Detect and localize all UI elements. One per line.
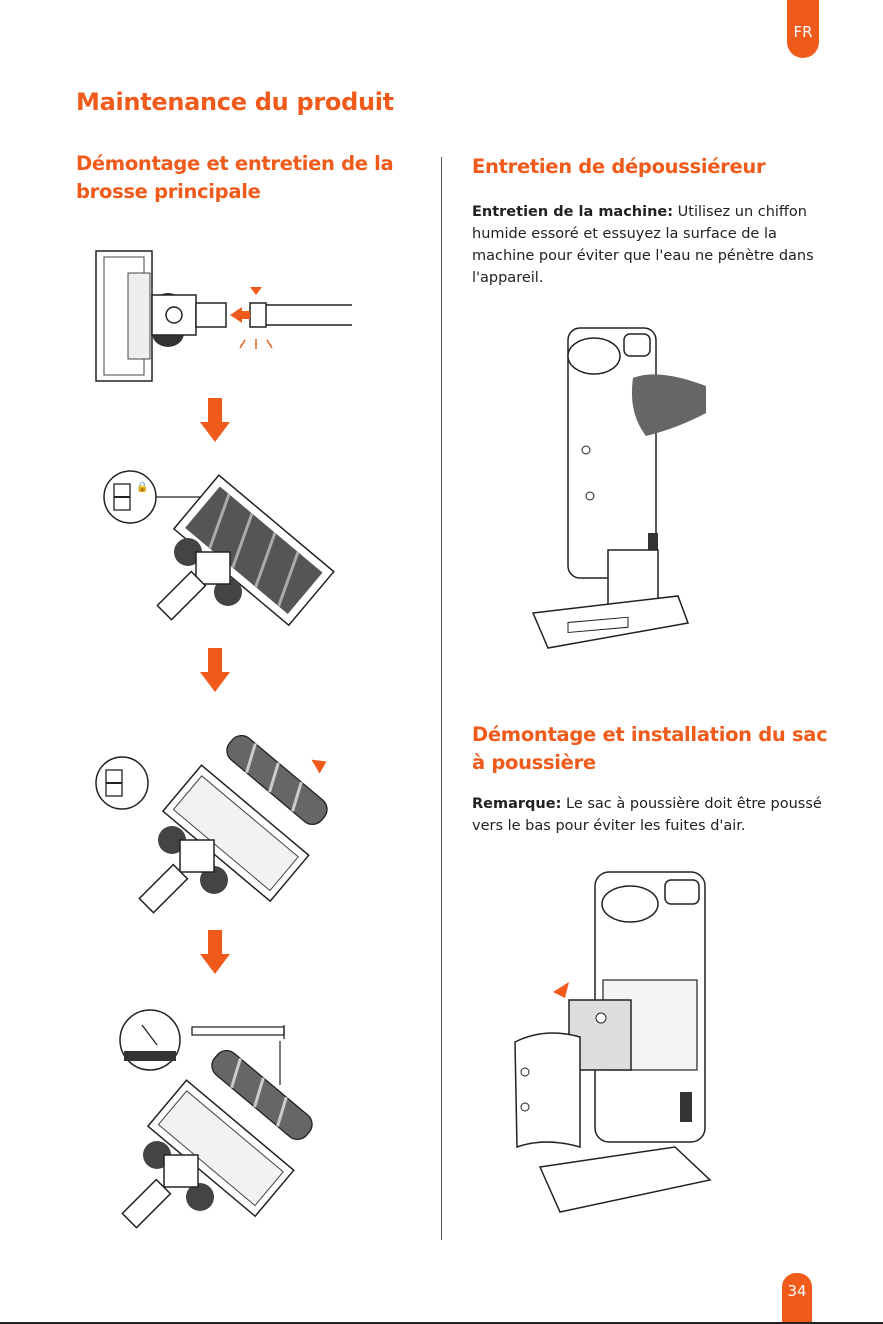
roller-stripe (231, 512, 254, 569)
station-button (585, 491, 595, 501)
down-arrow-icon (200, 648, 230, 692)
dust-station-heading: Entretien de dépoussiéreur (472, 155, 766, 178)
station-wipe-illustration (531, 327, 706, 649)
dust-bag-note: Remarque: Le sac à poussière doit être p… (472, 793, 822, 837)
brush-connector (156, 570, 207, 621)
click-mark-3 (266, 339, 273, 349)
dust-bag-heading: Démontage et installation du sac à pouss… (472, 721, 828, 777)
brush-head-open (161, 764, 310, 903)
brush-heading-line1: Démontage et entretien de la (76, 152, 394, 175)
wheel (174, 538, 202, 566)
station-cover (514, 1032, 581, 1149)
roller-stripe (254, 532, 277, 588)
dust-bag-heading-line2: à poussière (472, 751, 596, 774)
brush-heading-line2: brosse principale (76, 180, 261, 203)
machine-care-label: Entretien de la machine: (472, 204, 674, 220)
brush-section-heading: Démontage et entretien de la brosse prin… (76, 150, 394, 206)
insert-arrow (553, 982, 569, 998)
bottom-rule (0, 1322, 883, 1324)
brush-head-angled (172, 474, 335, 627)
dust-bag-note-text: Le sac à poussière doit être poussé vers… (472, 796, 822, 834)
wheel (186, 1183, 214, 1211)
brush-neck (179, 839, 215, 873)
push-left-arrow (230, 307, 250, 323)
neck-connector (195, 302, 227, 328)
machine-care-note: Entretien de la machine: Utilisez un chi… (472, 201, 822, 289)
dust-bag-heading-line1: Démontage et installation du sac (472, 723, 828, 746)
wheel (214, 578, 242, 606)
press-down-arrow (250, 287, 262, 295)
wiping-cloth-hand (631, 374, 706, 436)
brush-connector (138, 863, 189, 914)
removed-roller (211, 1049, 313, 1141)
station-vent (680, 1092, 692, 1122)
cutter-blade (141, 1024, 158, 1046)
station-vent (648, 533, 658, 561)
station-top-port (601, 885, 659, 923)
roller-stripe (277, 551, 300, 607)
down-arrow-icon (200, 398, 230, 442)
brush-head-open (146, 1079, 295, 1218)
brush-side-panel (127, 272, 151, 360)
click-mark-1 (239, 339, 246, 349)
cover-button (520, 1102, 530, 1112)
down-arrow-icon (200, 930, 230, 974)
roller-cleaning-illustration (119, 1009, 313, 1229)
station-base (531, 595, 690, 649)
dust-bag-note-label: Remarque: (472, 796, 562, 812)
brush-detach-illustration (95, 250, 352, 382)
neck-pivot (165, 306, 183, 324)
dust-bag-hole (595, 1012, 607, 1024)
station-top-handle (623, 333, 651, 357)
pull-out-arrow (311, 759, 327, 774)
roller-stripe (208, 493, 231, 549)
removed-roller (226, 735, 328, 826)
station-base (538, 1146, 712, 1213)
station-top-port (567, 337, 621, 375)
wheel (200, 866, 228, 894)
lock-icon: 🔒 (136, 481, 148, 493)
station-top-handle (664, 879, 700, 905)
cleaning-tool (191, 1026, 285, 1036)
station-base-slot (567, 616, 629, 634)
wheel (158, 826, 186, 854)
brush-neck (163, 1154, 199, 1188)
cover-button (520, 1067, 530, 1077)
column-divider (441, 157, 442, 1240)
tube-end (249, 302, 267, 328)
language-tab: FR (787, 0, 819, 58)
brush-connector (121, 1178, 172, 1229)
tangled-roller-closeup (124, 1051, 176, 1061)
brush-neck (195, 551, 231, 585)
station-button (581, 445, 591, 455)
machine-care-text: Utilisez un chiffon humide essoré et ess… (472, 204, 814, 286)
page-number: 34 (782, 1273, 812, 1323)
brush-unlock-illustration: 🔒 (103, 470, 335, 627)
dust-bag-install-illustration (514, 871, 712, 1213)
roller-remove-illustration (95, 735, 328, 914)
page-title: Maintenance du produit (76, 88, 394, 116)
